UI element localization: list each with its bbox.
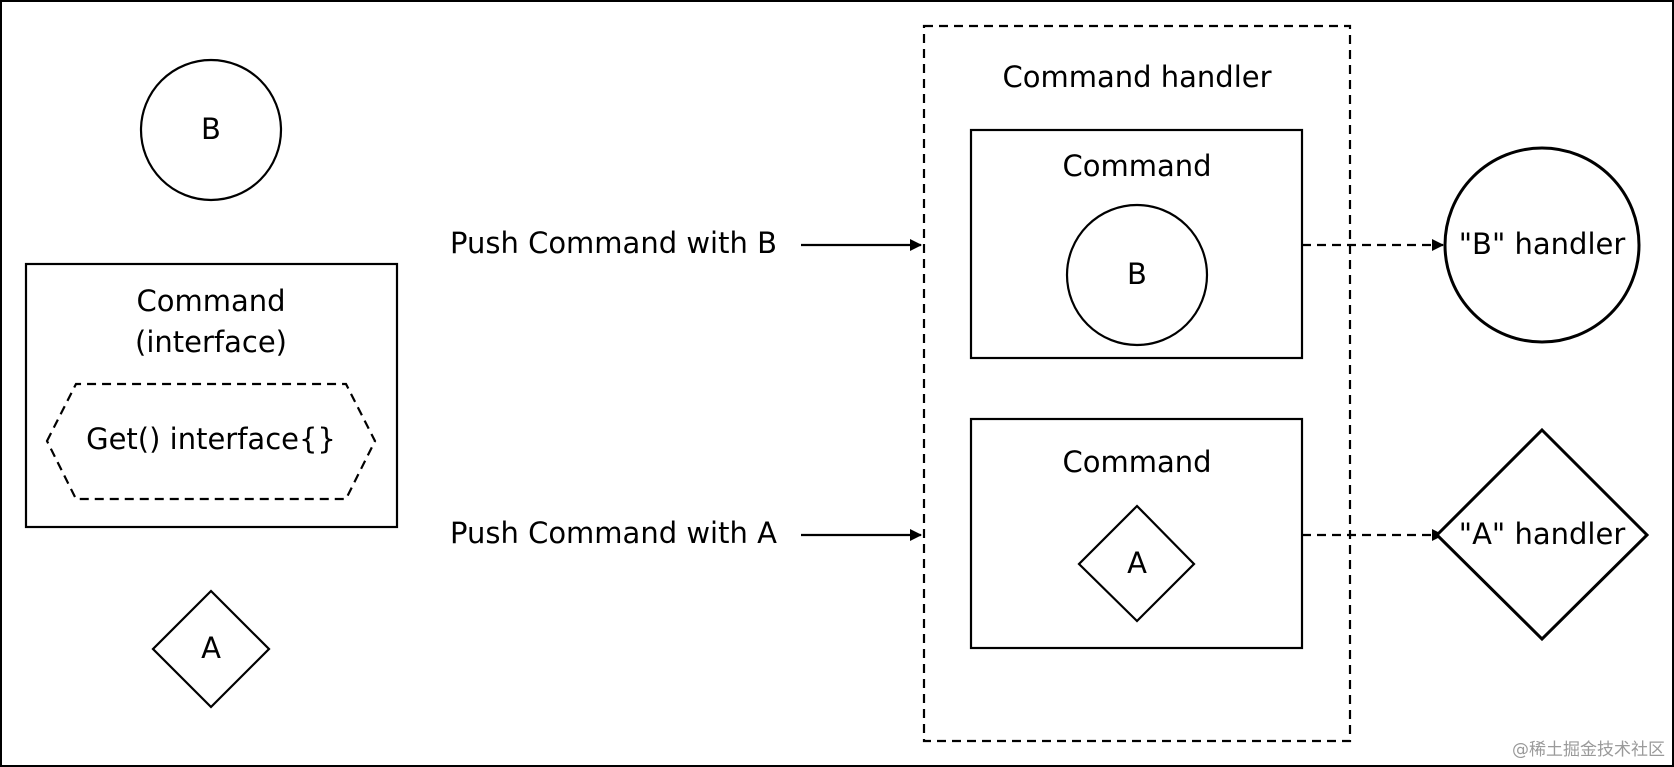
push-b-label: Push Command with B <box>450 226 777 260</box>
a-handler-node: "A" handler <box>1434 427 1650 642</box>
command-interface-subtitle: (interface) <box>135 325 287 359</box>
push-a-label: Push Command with A <box>450 516 777 550</box>
command-b-circle <box>1065 203 1209 347</box>
command-handler-panel: Command handler Command B Command A <box>922 24 1352 743</box>
left-b-circle-label: B <box>201 112 221 146</box>
get-method-label: Get() interface{} <box>86 422 336 456</box>
b-handler-node: "B" handler <box>1443 146 1641 344</box>
command-interface-title: Command <box>136 284 285 318</box>
left-a-diamond-node: A <box>151 589 271 709</box>
command-a-title: Command <box>1062 445 1211 479</box>
left-a-diamond-label: A <box>201 631 221 665</box>
command-handler-title: Command handler <box>1002 60 1271 94</box>
command-b-title: Command <box>1062 149 1211 183</box>
command-a-diamond-label: A <box>1127 546 1147 580</box>
command-interface-box: Command (interface) Get() interface{} <box>24 262 399 529</box>
a-handler-label: "A" handler <box>1459 517 1626 551</box>
left-b-circle <box>139 58 283 202</box>
watermark-text: @稀土掘金技术社区 <box>1512 740 1665 760</box>
b-handler-label: "B" handler <box>1459 227 1626 261</box>
left-b-circle-node: B <box>139 58 283 202</box>
b-handler-circle <box>1443 146 1641 344</box>
get-method-hexagon <box>45 382 377 501</box>
command-b-circle-label: B <box>1127 257 1147 291</box>
a-handler-diamond <box>1434 427 1650 642</box>
left-a-diamond <box>151 589 271 709</box>
command-a-diamond <box>1077 504 1196 623</box>
